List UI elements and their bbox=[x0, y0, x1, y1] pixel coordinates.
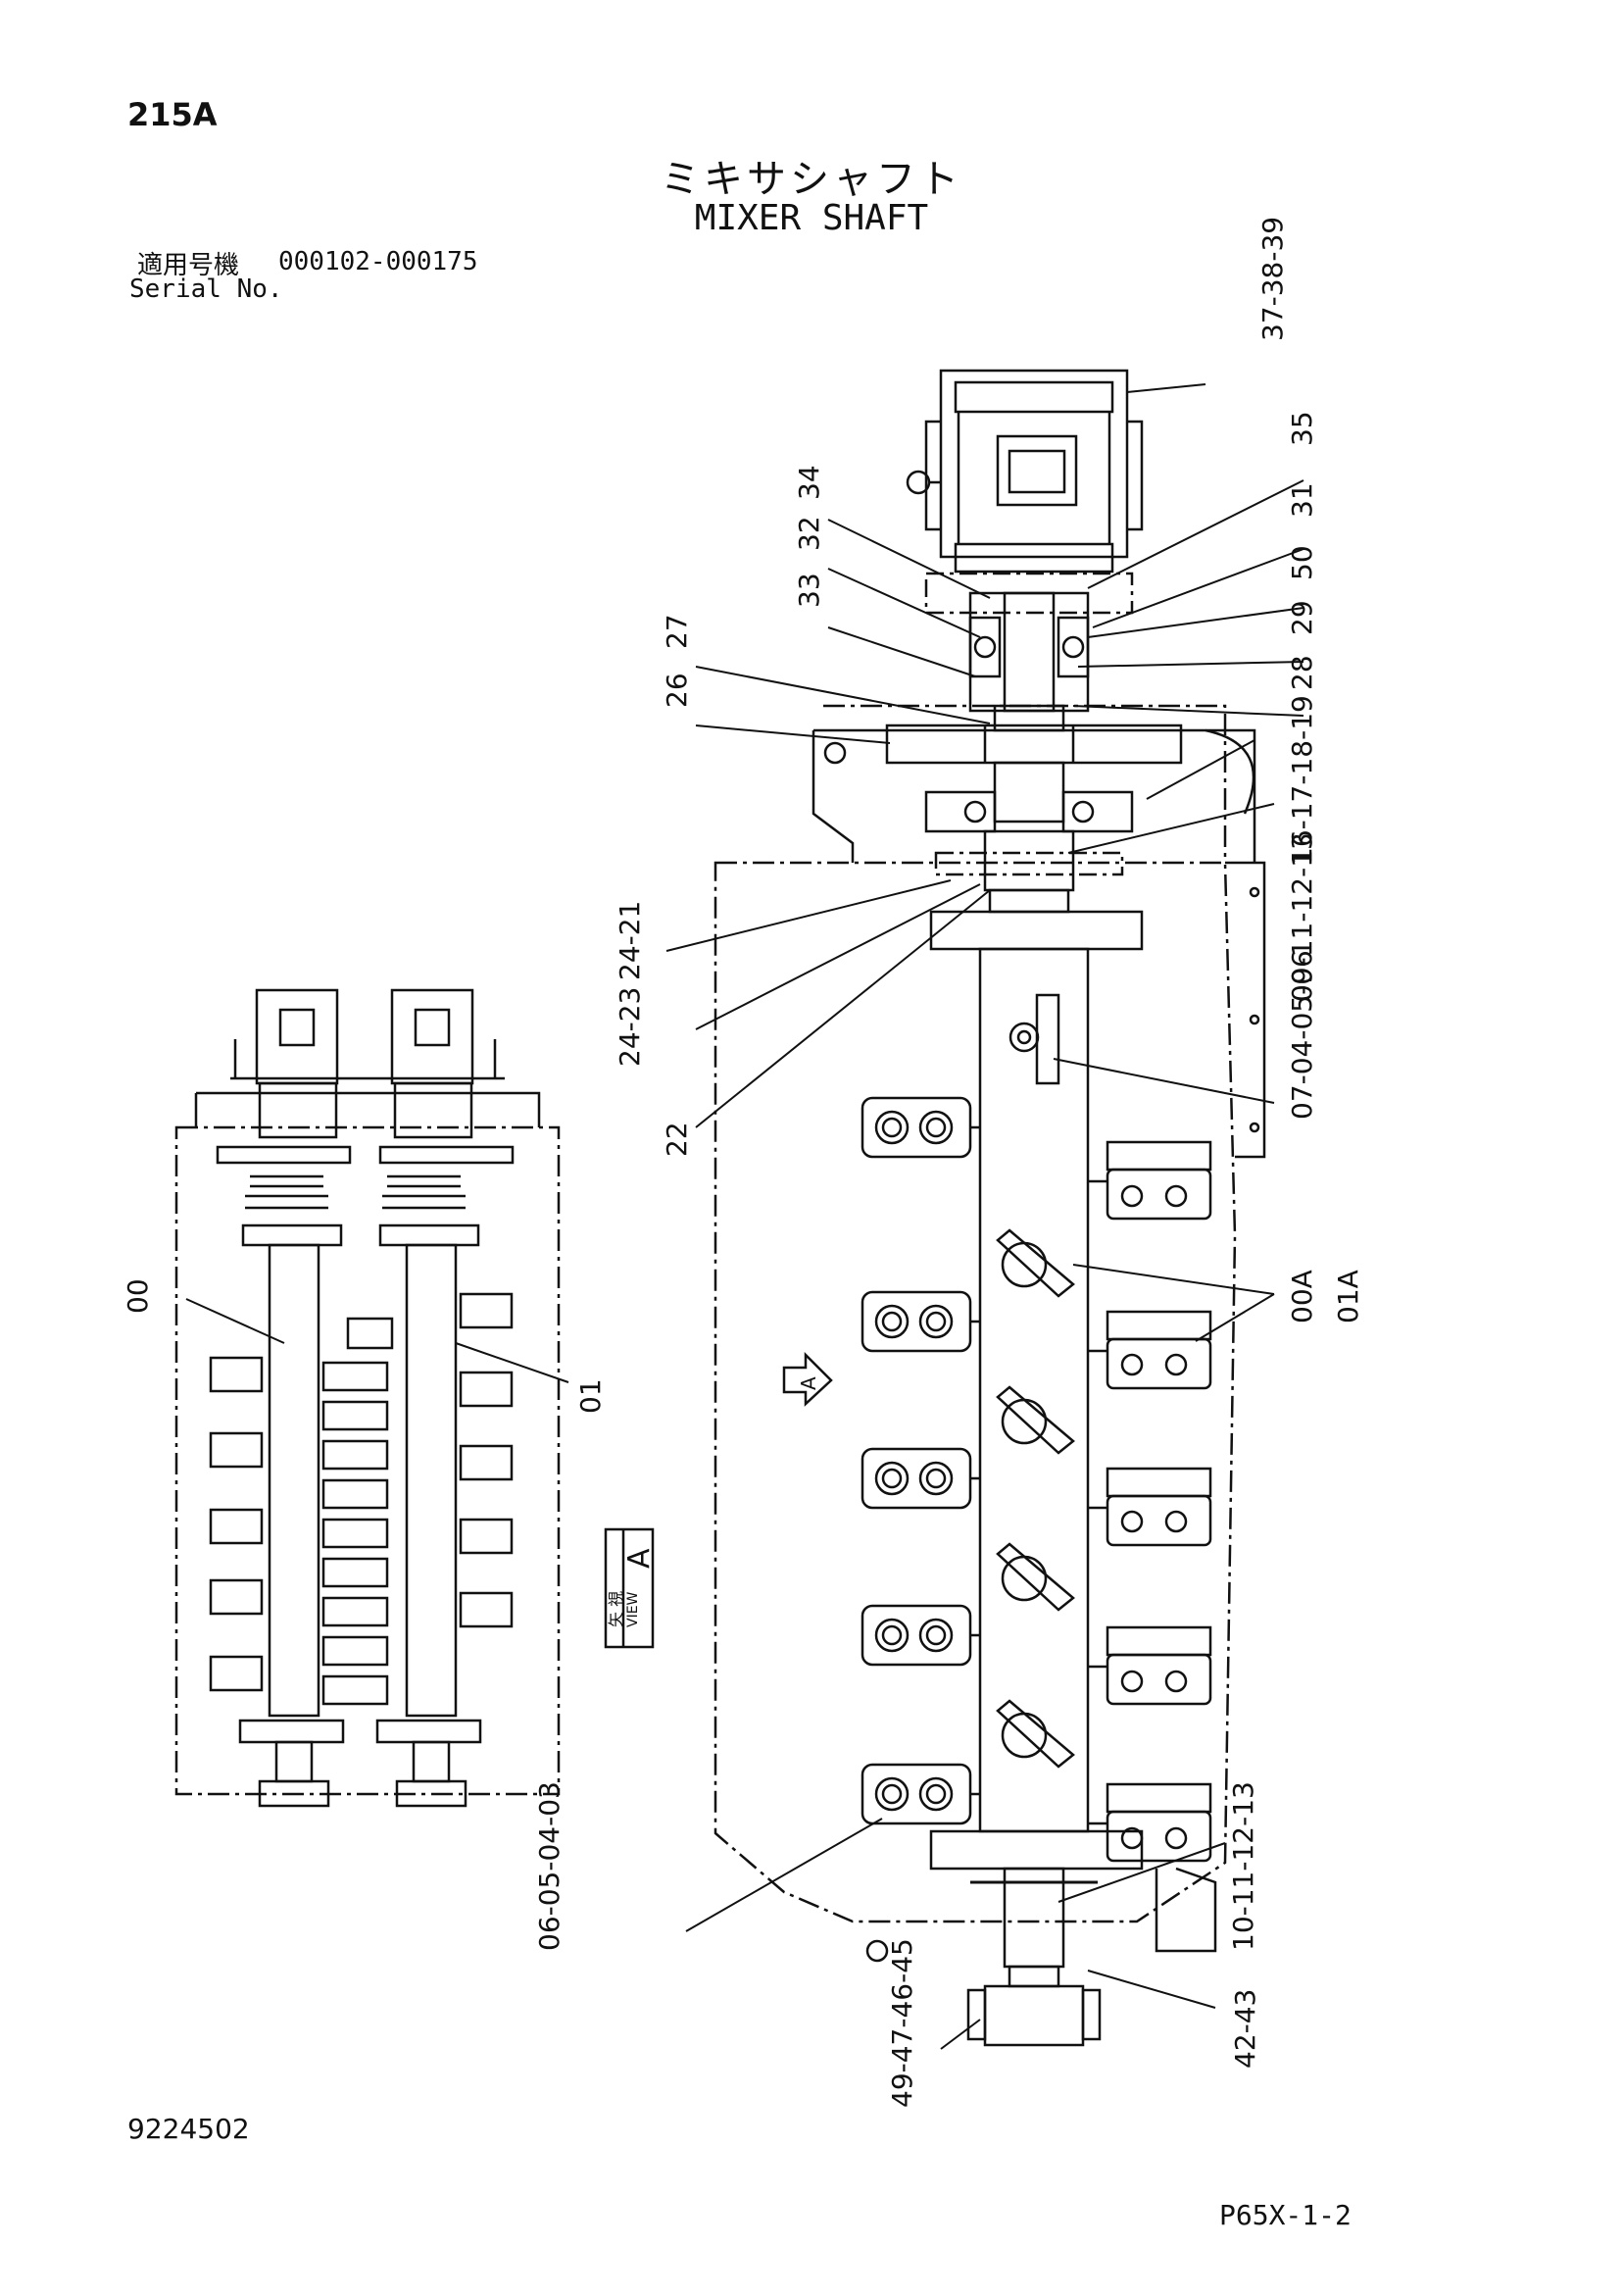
serial-range: 000102-000175 bbox=[278, 247, 478, 276]
callout-10-13: 10-11-12-13 bbox=[1227, 1781, 1259, 1951]
twin-motor-left bbox=[255, 988, 339, 1139]
serial-label-english: Serial No. bbox=[129, 275, 283, 304]
leader-lines bbox=[185, 383, 1304, 2050]
view-arrow bbox=[782, 1351, 833, 1407]
left-paddles bbox=[861, 1096, 980, 1825]
paddle-right-5 bbox=[1088, 1782, 1212, 1863]
drawing-number: 9224502 bbox=[127, 2113, 250, 2145]
title-english: MIXER SHAFT bbox=[694, 198, 929, 238]
upper-bearing bbox=[924, 761, 1134, 914]
callout-labels: 37-38-39 35 31 50 29 28 16-17-18-19 09-1… bbox=[122, 217, 1364, 2108]
main-assembly bbox=[713, 369, 1266, 2047]
callout-07-06: 07-04-05-06 bbox=[1286, 950, 1318, 1120]
serial-label-japanese: 適用号機 bbox=[137, 251, 240, 280]
paddle-left-4 bbox=[861, 1604, 980, 1667]
callout-27: 27 bbox=[661, 614, 693, 649]
twin-bottom bbox=[238, 1719, 482, 1808]
paddle-right-3 bbox=[1088, 1467, 1212, 1547]
callout-49-45: 49-47-46-45 bbox=[886, 1938, 918, 2108]
callout-01A: 01A bbox=[1332, 1270, 1364, 1323]
callout-37-38-39: 37-38-39 bbox=[1256, 217, 1289, 341]
callout-24-23: 24-23 bbox=[614, 987, 646, 1067]
right-paddles bbox=[1088, 1140, 1212, 1863]
callout-09-13: 09-11-12-13 bbox=[1286, 832, 1318, 1002]
twin-couplings bbox=[216, 1145, 515, 1247]
paddle-left-1 bbox=[861, 1096, 980, 1159]
sheet-number: P65X-1-2 bbox=[1219, 2199, 1352, 2231]
callout-28: 28 bbox=[1286, 655, 1318, 690]
paddle-left-3 bbox=[861, 1447, 980, 1510]
view-a-assembly bbox=[174, 988, 561, 1808]
twin-shaft-left bbox=[268, 1243, 320, 1718]
drive-motor bbox=[906, 369, 1144, 574]
twin-paddles bbox=[209, 1292, 514, 1706]
callout-35: 35 bbox=[1286, 411, 1318, 446]
top-disc bbox=[1008, 993, 1060, 1085]
view-label-ja: 矢 視 bbox=[607, 1591, 625, 1627]
callout-26: 26 bbox=[661, 673, 693, 708]
callout-00: 00 bbox=[122, 1278, 154, 1314]
callout-34: 34 bbox=[793, 465, 825, 500]
shaft-blades bbox=[996, 1228, 1075, 1769]
twin-shaft-right bbox=[405, 1243, 458, 1718]
callout-24-21: 24-21 bbox=[614, 901, 646, 980]
view-box bbox=[604, 1527, 655, 1649]
paddle-right-1 bbox=[1088, 1140, 1212, 1221]
main-shaft bbox=[865, 910, 1217, 2047]
callout-29: 29 bbox=[1286, 600, 1318, 635]
title-japanese: ミキサシャフト bbox=[661, 157, 962, 202]
twin-motor-right bbox=[390, 988, 474, 1139]
view-letter: A bbox=[622, 1548, 657, 1569]
callout-16-19: 16-17-18-19 bbox=[1286, 695, 1318, 865]
paddle-left-2 bbox=[861, 1290, 980, 1353]
callout-00A: 00A bbox=[1286, 1270, 1318, 1323]
callout-06-03: 06-05-04-03 bbox=[533, 1781, 566, 1951]
callout-32: 32 bbox=[793, 516, 825, 551]
upper-coupling bbox=[924, 572, 1134, 732]
paddle-right-2 bbox=[1088, 1310, 1212, 1390]
page-code: 215A bbox=[127, 96, 218, 133]
view-arrow-letter: A bbox=[797, 1376, 820, 1390]
callout-22: 22 bbox=[661, 1122, 693, 1157]
callout-01: 01 bbox=[574, 1378, 607, 1414]
callout-42-43: 42-43 bbox=[1229, 1989, 1261, 2069]
view-label-en: VIEW bbox=[625, 1591, 641, 1627]
callout-50: 50 bbox=[1286, 545, 1318, 580]
paddle-left-5 bbox=[861, 1763, 980, 1825]
callout-33: 33 bbox=[793, 573, 825, 608]
callout-31: 31 bbox=[1286, 482, 1318, 518]
paddle-right-4 bbox=[1088, 1625, 1212, 1706]
